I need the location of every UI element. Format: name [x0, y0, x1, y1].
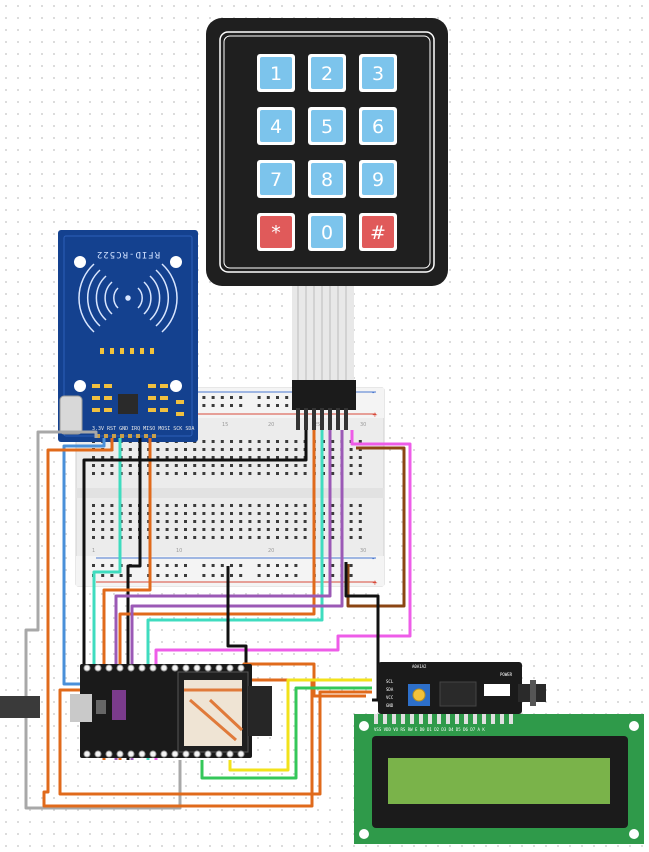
wire-pink [154, 430, 412, 760]
keypad-key: # [359, 213, 397, 251]
keypad-key-label: # [370, 222, 386, 244]
keypad-connector [292, 380, 356, 430]
i2c-pin-scl: SCL [386, 679, 394, 684]
esp32-pins-top [83, 664, 245, 672]
keypad-key-label: 5 [321, 116, 333, 138]
wire-green [200, 686, 372, 780]
bb-num-30: 30 [360, 422, 366, 428]
bb-num-30b: 30 [360, 548, 366, 554]
bb-num-20: 20 [268, 422, 274, 428]
keypad-key-label: 2 [321, 63, 333, 85]
rfid-pin-labels: 3.3V RST GND IRQ MISO MOSI SCK SDA [92, 426, 194, 432]
keypad-key-label: * [271, 222, 281, 244]
keypad-key: 6 [359, 107, 397, 145]
keypad-key: 1 [257, 54, 295, 92]
keypad-key: 3 [359, 54, 397, 92]
i2c-pin-vcc: VCC [386, 695, 394, 700]
lcd-header-pins [374, 714, 513, 724]
keypad-key: 7 [257, 160, 295, 198]
bb-num-10b: 10 [176, 548, 182, 554]
rail-minus-label-bottom: - [372, 555, 375, 563]
wire-gray [24, 430, 182, 810]
rail-plus-label-top: + [372, 411, 378, 419]
usb-port [70, 694, 92, 722]
bb-num-25: 25 [314, 422, 320, 428]
rfid-header-pins [96, 434, 156, 438]
keypad-key: 8 [308, 160, 346, 198]
esp32-antenna [248, 686, 272, 736]
keypad-key: 5 [308, 107, 346, 145]
keypad-key-label: 3 [372, 63, 384, 85]
rfid-mount-hole [170, 380, 182, 392]
lcd-pin-labels: VSS VDD VO RS RW E D0 D1 D2 D3 D4 D5 D6 … [374, 727, 485, 732]
rfid-smd-components [92, 384, 184, 416]
i2c-chip [439, 681, 477, 707]
keypad-key-label: 9 [372, 169, 384, 191]
rfid-crystal [59, 395, 83, 435]
esp32-pins-bottom [83, 750, 245, 758]
keypad-key-label: 8 [321, 169, 333, 191]
keypad-key: 9 [359, 160, 397, 198]
bb-num-20b: 20 [268, 548, 274, 554]
keypad: 1 2 3 4 5 6 7 8 9 * 0 # [206, 18, 448, 286]
esp32-chip [112, 690, 126, 720]
keypad-key-label: 1 [270, 63, 282, 85]
i2c-pin-sda: SDA [386, 687, 394, 692]
wire-black-4 [344, 562, 380, 702]
i2c-module: A0A1A2 POWER SCL SDA VCC GND [378, 662, 546, 714]
i2c-pin-gnd: GND [386, 703, 394, 708]
rfid-chip [118, 394, 138, 414]
keypad-key: 2 [308, 54, 346, 92]
wire-black-3 [226, 566, 248, 668]
bb-num-15: 15 [222, 422, 228, 428]
i2c-address-label: A0A1A2 [412, 664, 427, 669]
usb-cable [0, 696, 40, 718]
keypad-key: 0 [308, 213, 346, 251]
i2c-smd [484, 684, 510, 696]
rfid-antenna-icon [78, 263, 178, 333]
rfid-module: RFID-RC522 [58, 230, 198, 442]
keypad-key-label: 7 [270, 169, 282, 191]
keypad-key-label: 6 [372, 116, 384, 138]
rfid-leds [100, 348, 154, 354]
keypad-key: * [257, 213, 295, 251]
esp32-board [0, 664, 272, 758]
keypad-key-label: 0 [321, 222, 333, 244]
i2c-power-label: POWER [500, 672, 513, 677]
rfid-mount-hole [74, 380, 86, 392]
wire-orange-5 [58, 688, 372, 796]
rfid-mount-hole [170, 256, 182, 268]
wire-blue [62, 438, 106, 686]
rfid-title: RFID-RC522 [96, 249, 160, 259]
wire-yellow [228, 678, 372, 772]
rfid-mount-hole [74, 256, 86, 268]
wire-brown [346, 446, 406, 608]
wire-black-2 [82, 430, 308, 668]
keypad-key: 4 [257, 107, 295, 145]
keypad-ribbon-cable [292, 284, 354, 384]
reset-button [96, 700, 106, 714]
lcd-display: VSS VDD VO RS RW E D0 D1 D2 D3 D4 D5 D6 … [354, 714, 644, 844]
lcd-screen [388, 758, 610, 804]
rail-plus-label-bottom: + [372, 579, 378, 587]
rail-minus-label-top: - [372, 389, 375, 397]
wire-black-1 [126, 438, 142, 760]
wire-orange-1 [42, 438, 314, 808]
bb-num-1b: 1 [92, 548, 95, 554]
keypad-key-label: 4 [270, 116, 282, 138]
